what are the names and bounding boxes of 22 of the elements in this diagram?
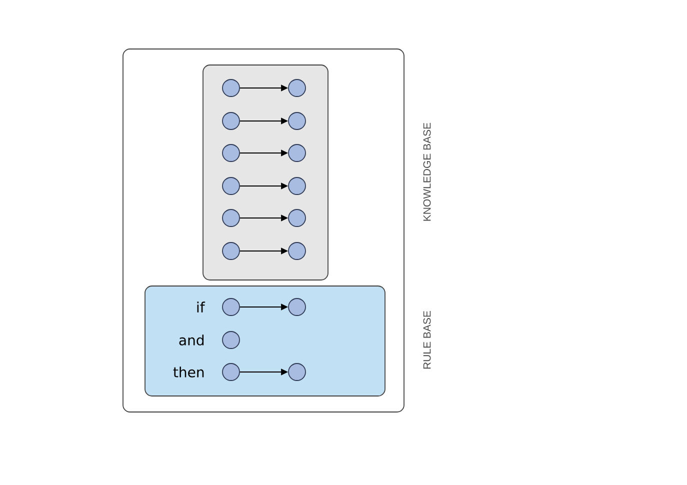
circle [222, 363, 240, 381]
circle [222, 177, 240, 195]
circle [222, 112, 240, 130]
circle [288, 209, 306, 227]
side-label: KNOWLEDGE BASE [423, 122, 431, 221]
circle [288, 79, 306, 97]
circle [222, 331, 240, 349]
circle [222, 144, 240, 162]
circle [222, 79, 240, 97]
circle [288, 144, 306, 162]
circle [288, 242, 306, 260]
circle [222, 298, 240, 316]
circle [222, 242, 240, 260]
circle [288, 298, 306, 316]
circle [288, 363, 306, 381]
row-label: and [179, 334, 204, 346]
circle [288, 177, 306, 195]
row-label: then [173, 366, 204, 378]
row-label: if [197, 302, 206, 312]
side-label: RULE BASE [423, 311, 431, 369]
circle [222, 209, 240, 227]
circle [288, 112, 306, 130]
